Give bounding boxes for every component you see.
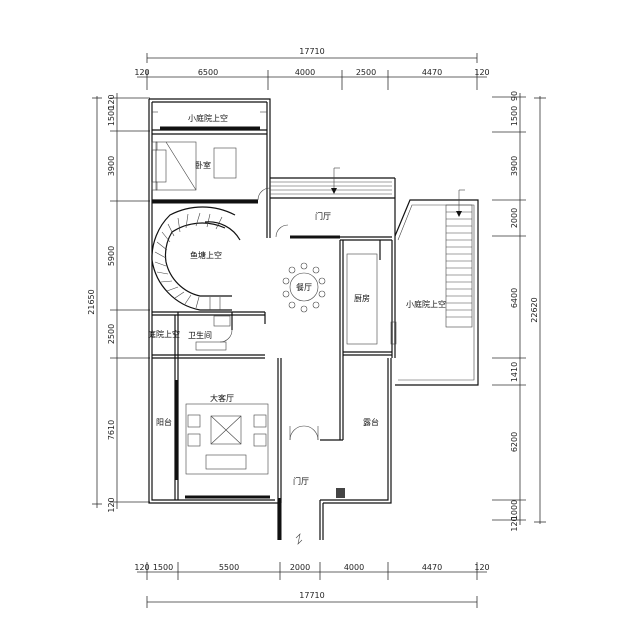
room-fish-pond-void: 鱼塘上空 <box>190 250 222 260</box>
right-dimension-lines <box>492 93 546 525</box>
top-seg-3-dim: 2500 <box>356 68 376 77</box>
dining-table <box>282 262 326 313</box>
left-total-dim: 21650 <box>87 289 96 314</box>
right-seg-5-dim: 1410 <box>510 362 519 382</box>
kitchen-area <box>339 240 397 358</box>
entry-door-left <box>289 425 305 441</box>
right-total-dim: 22620 <box>530 297 539 322</box>
room-dining: 餐厅 <box>296 283 312 292</box>
room-entrance-hall-bottom: 门厅 <box>293 476 309 486</box>
hall-door <box>275 224 289 238</box>
right-top-end-dim: 90 <box>510 91 519 101</box>
room-kitchen: 厨房 <box>354 293 370 303</box>
desk-icon <box>213 147 237 179</box>
bed-icon <box>155 141 197 191</box>
room-balcony: 阳台 <box>156 417 172 427</box>
right-courtyard <box>394 189 479 386</box>
left-dimension-lines <box>92 93 150 509</box>
room-terrace: 露台 <box>363 417 379 427</box>
bottom-right-end-dim: 120 <box>474 563 489 572</box>
top-seg-2-dim: 4000 <box>295 68 315 77</box>
room-bedroom: 卧室 <box>195 160 211 170</box>
spiral-staircase <box>151 206 241 311</box>
bathroom-fixtures <box>195 315 233 351</box>
interior-walls <box>152 200 392 359</box>
right-bottom-end-dim: 120 <box>510 516 519 531</box>
left-seg-1-dim: 1500 <box>107 106 116 126</box>
right-seg-4-dim: 6400 <box>510 288 519 308</box>
right-seg-1-dim: 1500 <box>510 106 519 126</box>
bedroom-door <box>257 187 271 201</box>
exterior-walls <box>148 98 392 540</box>
bedroom-area <box>151 133 267 204</box>
room-small-courtyard-void-top: 小庭院上空 <box>188 113 228 123</box>
bottom-total-dim: 17710 <box>299 591 324 600</box>
right-seg-2-dim: 3900 <box>510 156 519 176</box>
sofa-icon <box>205 454 247 470</box>
bottom-seg-1-dim: 1500 <box>153 563 173 572</box>
bottom-left-end-dim: 120 <box>134 563 149 572</box>
top-seg-1-dim: 6500 <box>198 68 218 77</box>
left-seg-3-dim: 5900 <box>107 246 116 266</box>
bottom-seg-4-dim: 4000 <box>344 563 364 572</box>
left-top-end-dim: 120 <box>107 94 116 109</box>
bottom-seg-3-dim: 2000 <box>290 563 310 572</box>
top-total-dim: 17710 <box>299 47 324 56</box>
entrance-steps-top <box>270 167 396 240</box>
left-bottom-end-dim: 120 <box>107 497 116 512</box>
bottom-dimension-lines <box>137 562 487 608</box>
right-seg-3-dim: 2000 <box>510 208 519 228</box>
room-small-courtyard-void-right: 小庭院上空 <box>406 299 446 309</box>
room-entrance-hall-top: 门厅 <box>315 211 331 221</box>
coffee-table <box>210 415 242 445</box>
lower-hall-walls <box>277 355 345 545</box>
armchair-icon <box>187 414 201 428</box>
room-bathroom: 卫生间 <box>188 330 212 340</box>
top-right-end-dim: 120 <box>474 68 489 77</box>
top-courtyard-void <box>152 111 267 131</box>
left-seg-2-dim: 3900 <box>107 156 116 176</box>
right-seg-7-dim: 1000 <box>510 500 519 520</box>
bottom-seg-2-dim: 5500 <box>219 563 239 572</box>
left-seg-5-dim: 7610 <box>107 420 116 440</box>
top-dimension-lines <box>137 53 487 90</box>
room-courtyard-void-left: 庭院上空 <box>148 329 180 339</box>
room-living: 大客厅 <box>210 393 234 403</box>
entry-door-right <box>303 425 319 441</box>
living-room-area <box>174 358 282 500</box>
left-seg-4-dim: 2500 <box>107 324 116 344</box>
right-seg-6-dim: 6200 <box>510 432 519 452</box>
column-icon <box>336 488 345 498</box>
bottom-seg-5-dim: 4470 <box>422 563 442 572</box>
top-left-end-dim: 120 <box>134 68 149 77</box>
top-seg-4-dim: 4470 <box>422 68 442 77</box>
